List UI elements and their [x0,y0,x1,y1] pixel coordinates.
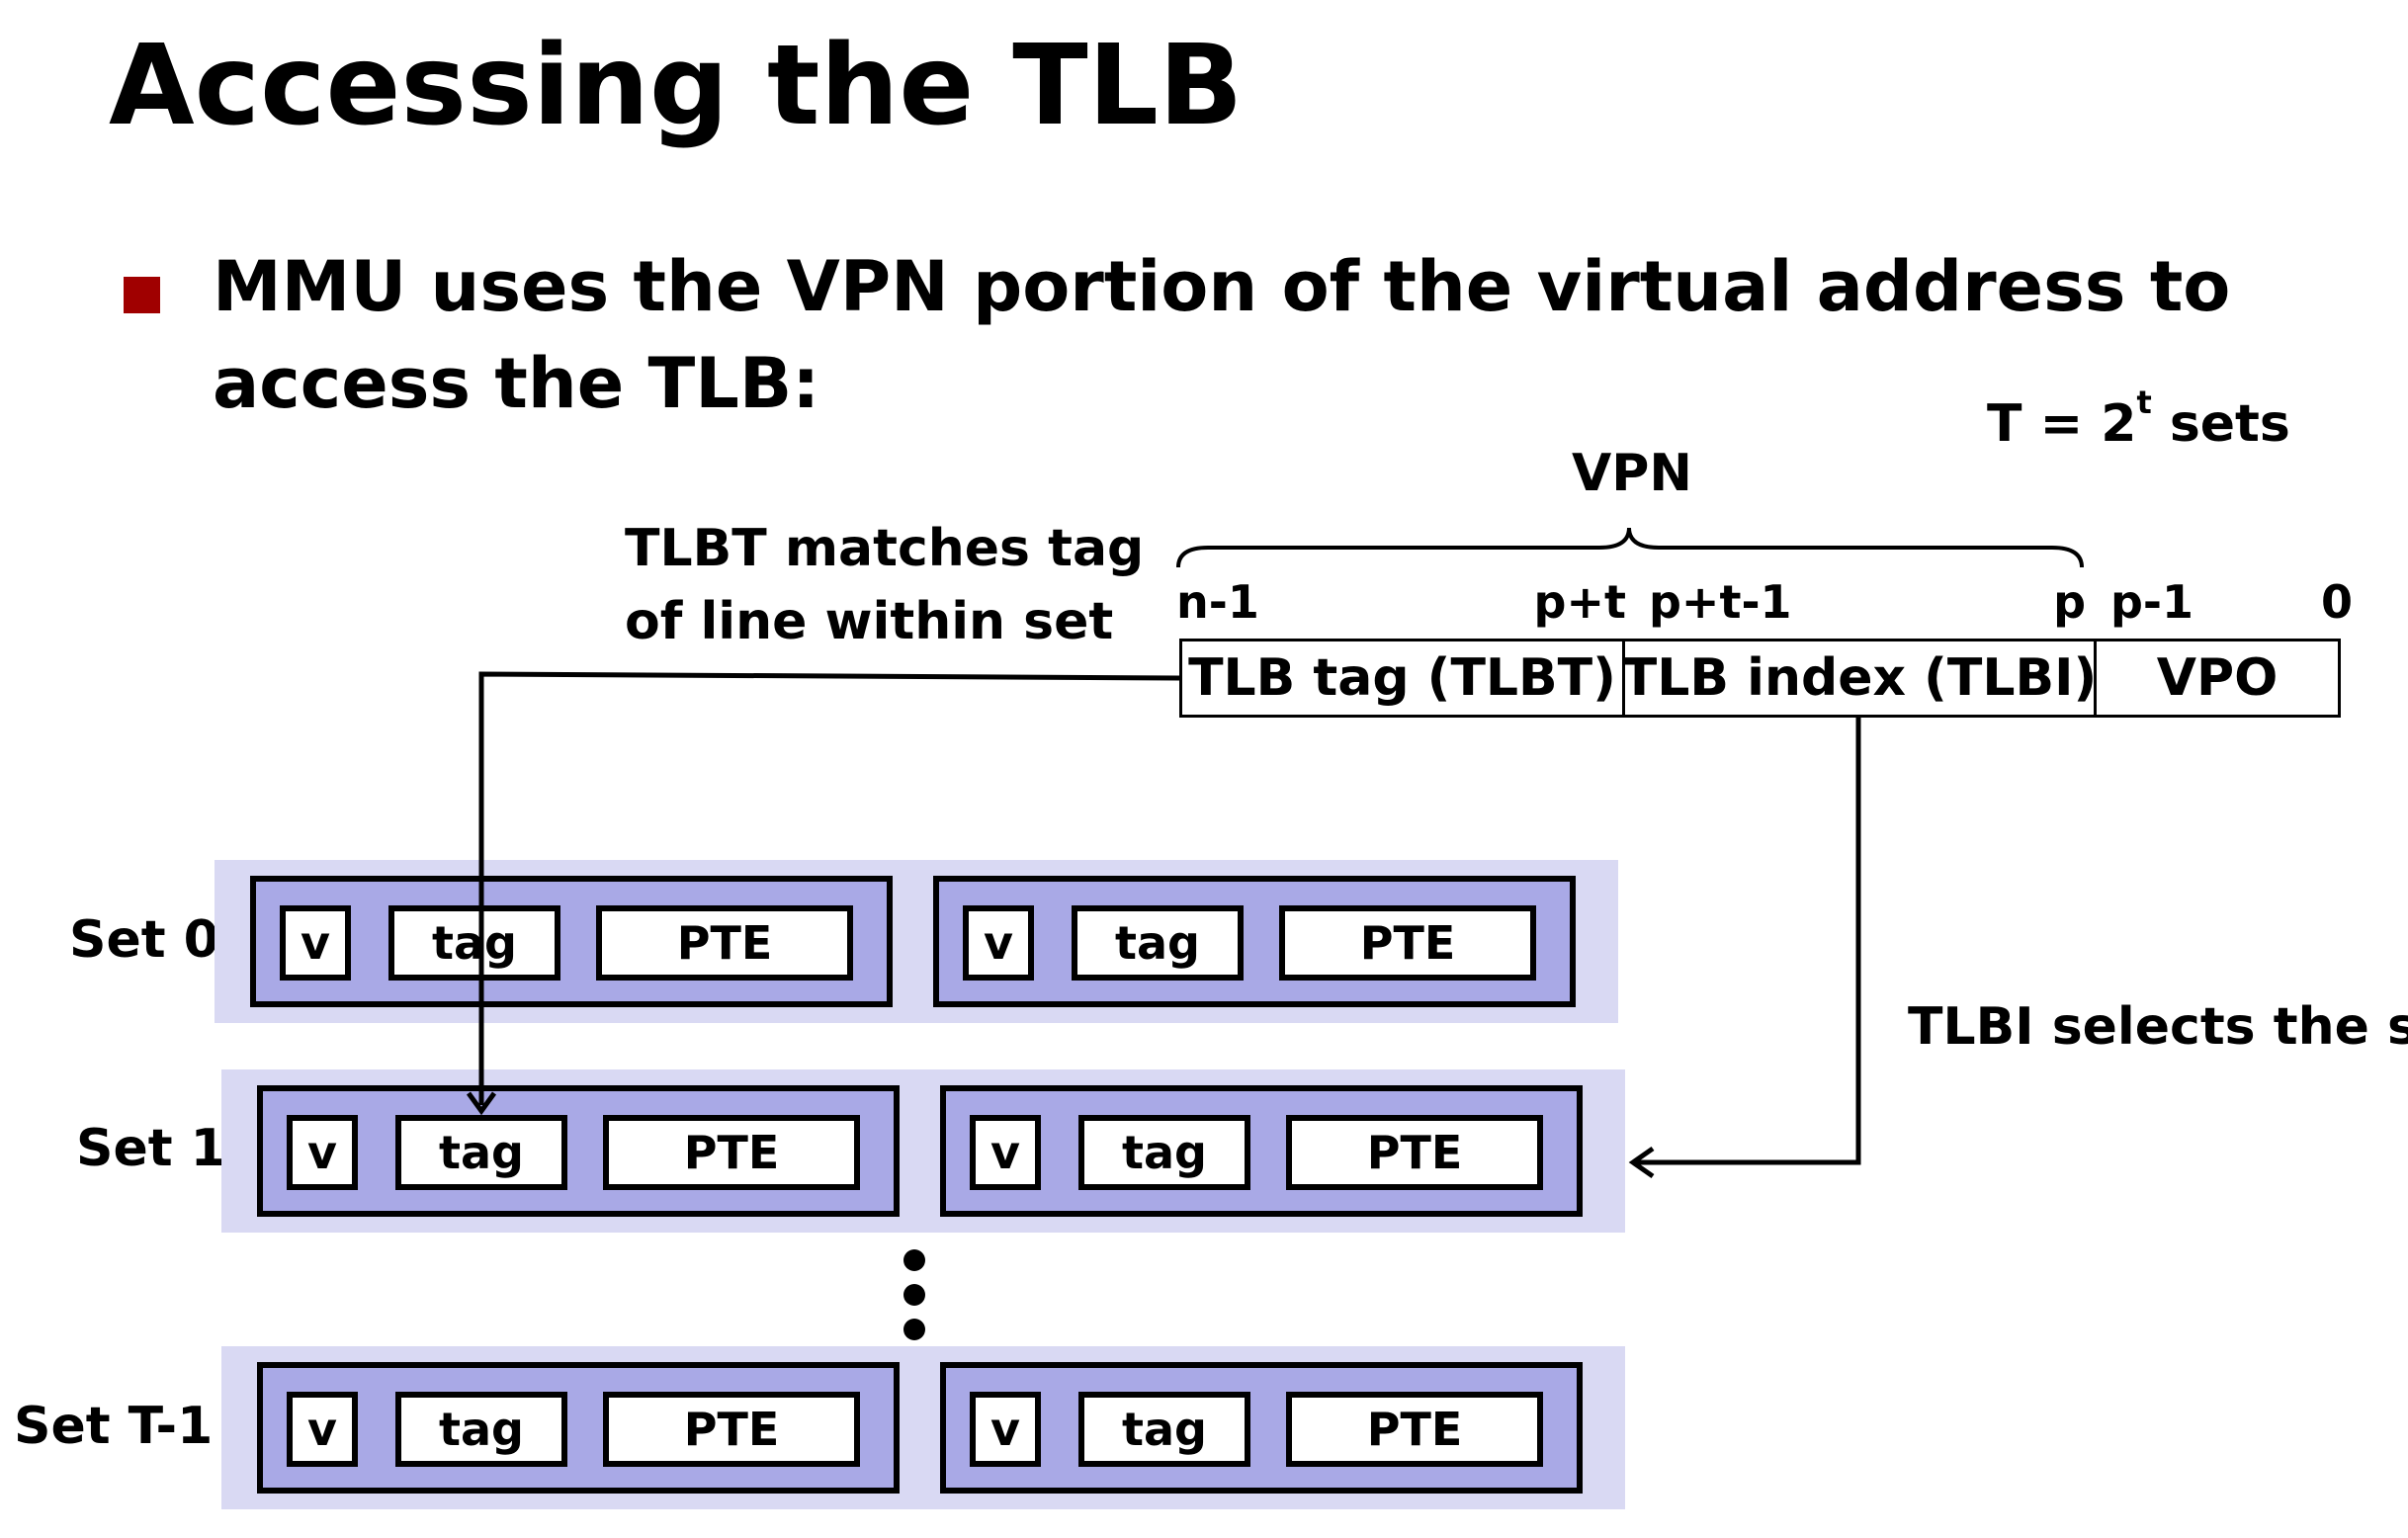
tag-cell: tag [1072,905,1244,981]
tlbt-arrow-line [478,671,1180,1105]
bit-label-p-minus-1: p-1 [2110,575,2194,629]
tlbt-note-line-2: of line within set [625,592,1114,651]
set-label-1: Set 1 [76,1119,226,1178]
tag-cell: tag [1078,1115,1250,1190]
sets-count-suffix: sets [2151,394,2290,454]
tlbi-note: TLBI selects the set [1908,997,2408,1057]
bit-label-p: p [2053,575,2086,629]
vpo-field: VPO [2094,639,2341,718]
tag-cell: tag [1078,1392,1250,1467]
set-label-0: Set 0 [69,910,219,970]
valid-bit-cell: v [970,1392,1041,1467]
bullet-text-line-2: access the TLB: [213,343,820,424]
tlbt-arrowhead-icon [466,1091,497,1116]
bit-label-p-plus-t: p+t [1533,575,1626,629]
sets-count-superscript: t [2136,384,2152,421]
bullet-text-line-1: MMU uses the VPN portion of the virtual … [213,246,2231,327]
valid-bit-cell: v [280,905,351,981]
bit-label-p-plus-t-minus-1: p+t-1 [1649,575,1792,629]
bullet-square-icon [124,277,160,313]
pte-cell: PTE [596,905,853,981]
sets-count-note: T = 2t sets [1987,386,2290,455]
pte-cell: PTE [603,1115,860,1190]
pte-cell: PTE [1286,1392,1543,1467]
pte-cell: PTE [1279,905,1536,981]
tlbi-arrowhead-icon [1628,1146,1655,1179]
set-label-t-minus-1: Set T-1 [14,1397,214,1456]
valid-bit-cell: v [970,1115,1041,1190]
ellipsis-dot [903,1319,925,1340]
bit-label-n-minus-1: n-1 [1176,575,1259,629]
sets-count-prefix: T = 2 [1987,394,2137,454]
tag-cell: tag [395,1115,567,1190]
valid-bit-cell: v [287,1392,358,1467]
tag-cell: tag [395,1392,567,1467]
tag-cell: tag [388,905,560,981]
pte-cell: PTE [1286,1115,1543,1190]
tlbt-field: TLB tag (TLBT) [1179,639,1625,718]
tlbi-field: TLB index (TLBI) [1622,639,2097,718]
valid-bit-cell: v [287,1115,358,1190]
ellipsis-dot [903,1249,925,1271]
pte-cell: PTE [603,1392,860,1467]
vpn-brace [1176,527,2084,568]
bit-label-zero: 0 [2320,575,2353,629]
tlbt-note-line-1: TLBT matches tag [625,519,1145,578]
valid-bit-cell: v [963,905,1034,981]
slide-title: Accessing the TLB [109,22,1244,150]
ellipsis-dot [903,1284,925,1306]
vpn-label: VPN [1572,444,1692,503]
tlbi-arrow-line [1633,718,1861,1165]
